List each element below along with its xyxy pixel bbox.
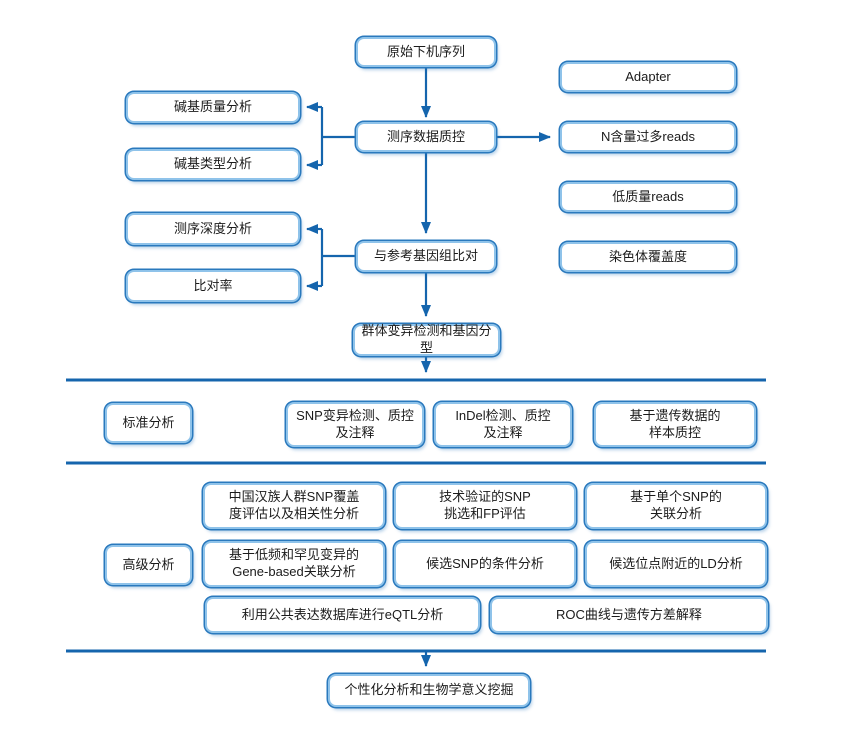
node-reference-alignment: 与参考基因组比对 [356, 241, 496, 272]
node-adapter: Adapter [560, 62, 736, 92]
label-advanced-analysis: 高级分析 [105, 545, 192, 585]
node-han-snp-coverage: 中国汉族人群SNP覆盖 度评估以及相关性分析 [203, 483, 385, 529]
node-n-content-reads: N含量过多reads [560, 122, 736, 152]
node-chromosome-coverage: 染色体覆盖度 [560, 242, 736, 272]
node-candidate-snp-conditional: 候选SNP的条件分析 [394, 541, 576, 587]
node-base-type-analysis: 碱基类型分析 [126, 149, 300, 180]
node-personalized-analysis: 个性化分析和生物学意义挖掘 [328, 674, 530, 707]
bracket-align-left [320, 229, 356, 286]
node-raw-sequence: 原始下机序列 [356, 37, 496, 67]
node-variant-genotyping: 群体变异检测和基因分型 [353, 323, 500, 356]
node-sequencing-depth-analysis: 测序深度分析 [126, 213, 300, 245]
node-tech-validated-snp: 技术验证的SNP 挑选和FP评估 [394, 483, 576, 529]
node-sequencing-qc: 测序数据质控 [356, 122, 496, 152]
node-indel-detection-annotation: InDel检测、质控 及注释 [434, 402, 572, 447]
node-ld-analysis: 候选位点附近的LD分析 [585, 541, 767, 587]
node-base-quality-analysis: 碱基质量分析 [126, 92, 300, 123]
node-eqtl-analysis: 利用公共表达数据库进行eQTL分析 [205, 597, 480, 633]
node-mapping-rate: 比对率 [126, 270, 300, 302]
label-standard-analysis: 标准分析 [105, 403, 192, 443]
node-genetic-sample-qc: 基于遗传数据的 样本质控 [594, 402, 756, 447]
node-roc-heritability: ROC曲线与遗传方差解释 [490, 597, 768, 633]
node-single-snp-association: 基于单个SNP的 关联分析 [585, 483, 767, 529]
bracket-qc-left [320, 107, 356, 165]
node-snp-detection-annotation: SNP变异检测、质控 及注释 [286, 402, 424, 447]
node-gene-based-association: 基于低频和罕见变异的 Gene-based关联分析 [203, 541, 385, 587]
node-low-quality-reads: 低质量reads [560, 182, 736, 212]
